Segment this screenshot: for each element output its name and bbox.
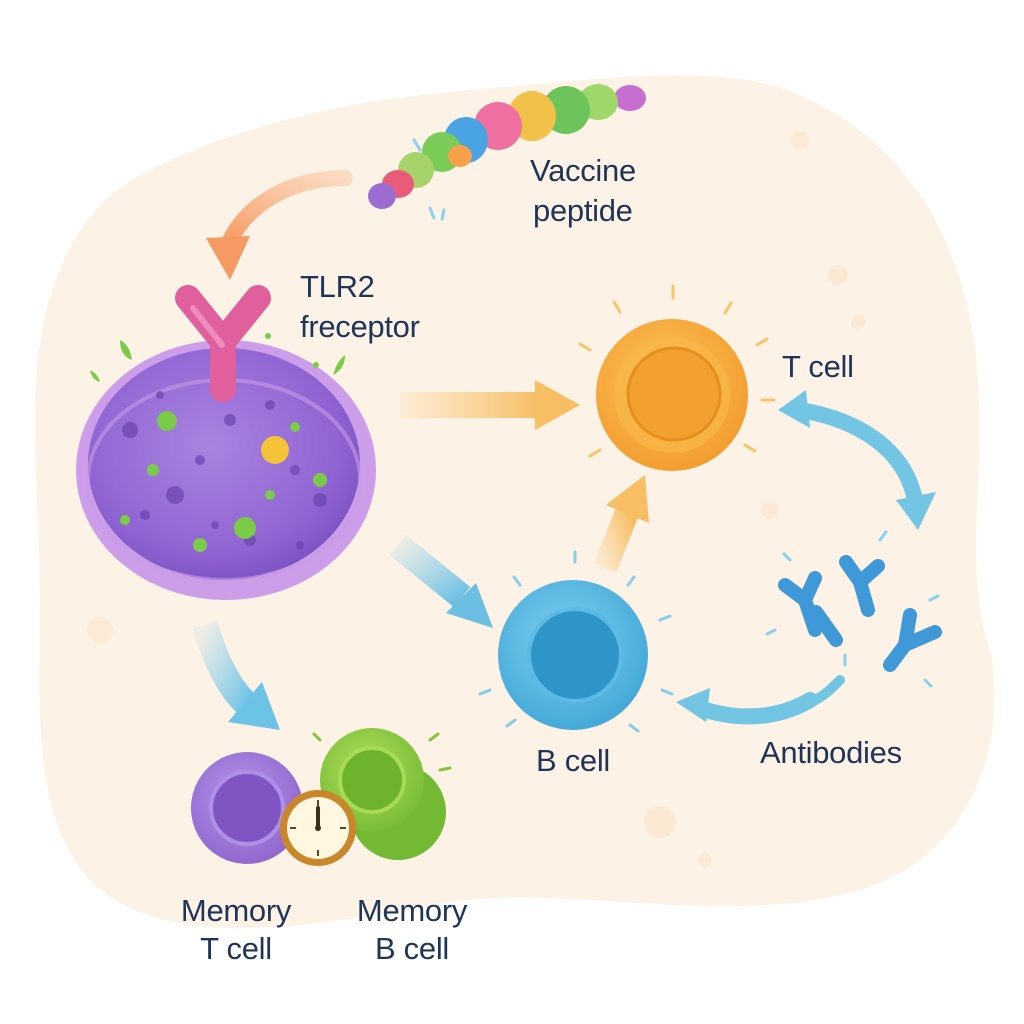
- b-cell: [478, 550, 674, 733]
- arrow-apc-to-t-cell: [400, 380, 580, 430]
- vaccine-peptide-label-line1: Vaccine: [530, 153, 636, 188]
- memory-t-cell-label-line2: T cell: [200, 931, 272, 966]
- memory-b-cell-label-line1: Memory: [356, 893, 468, 928]
- tlr2-receptor-label-line1: TLR2: [300, 269, 375, 304]
- t-cell-label: T cell: [782, 349, 854, 384]
- antigen-presenting-cell: [76, 340, 376, 600]
- arrow-b-cell-antibodies: [676, 675, 845, 725]
- vaccine-peptide-label-line2: peptide: [533, 193, 633, 228]
- arrow-t-cell-to-antibodies: [778, 390, 936, 530]
- b-cell-label: B cell: [536, 743, 611, 778]
- t-cell: [578, 284, 776, 471]
- memory-b-cell-label-line2: B cell: [374, 931, 449, 966]
- arrow-peptide-to-receptor: [206, 170, 353, 280]
- arrow-b-cell-to-t-cell: [593, 475, 649, 573]
- antibodies-cluster: [765, 530, 942, 688]
- antibodies-label: Antibodies: [760, 735, 902, 770]
- memory-t-cell-label-line1: Memory: [180, 893, 292, 928]
- memory-t-cell: [191, 752, 303, 864]
- receptor-sparks: [90, 333, 345, 382]
- tlr2-receptor-label-line2: freceptor: [300, 309, 420, 344]
- tlr2-receptor: [175, 285, 271, 402]
- arrow-apc-to-memory-cells: [192, 621, 280, 730]
- vaccine-peptide-chain: [368, 84, 646, 221]
- clock-icon: [280, 790, 356, 866]
- arrow-apc-to-b-cell: [389, 534, 493, 628]
